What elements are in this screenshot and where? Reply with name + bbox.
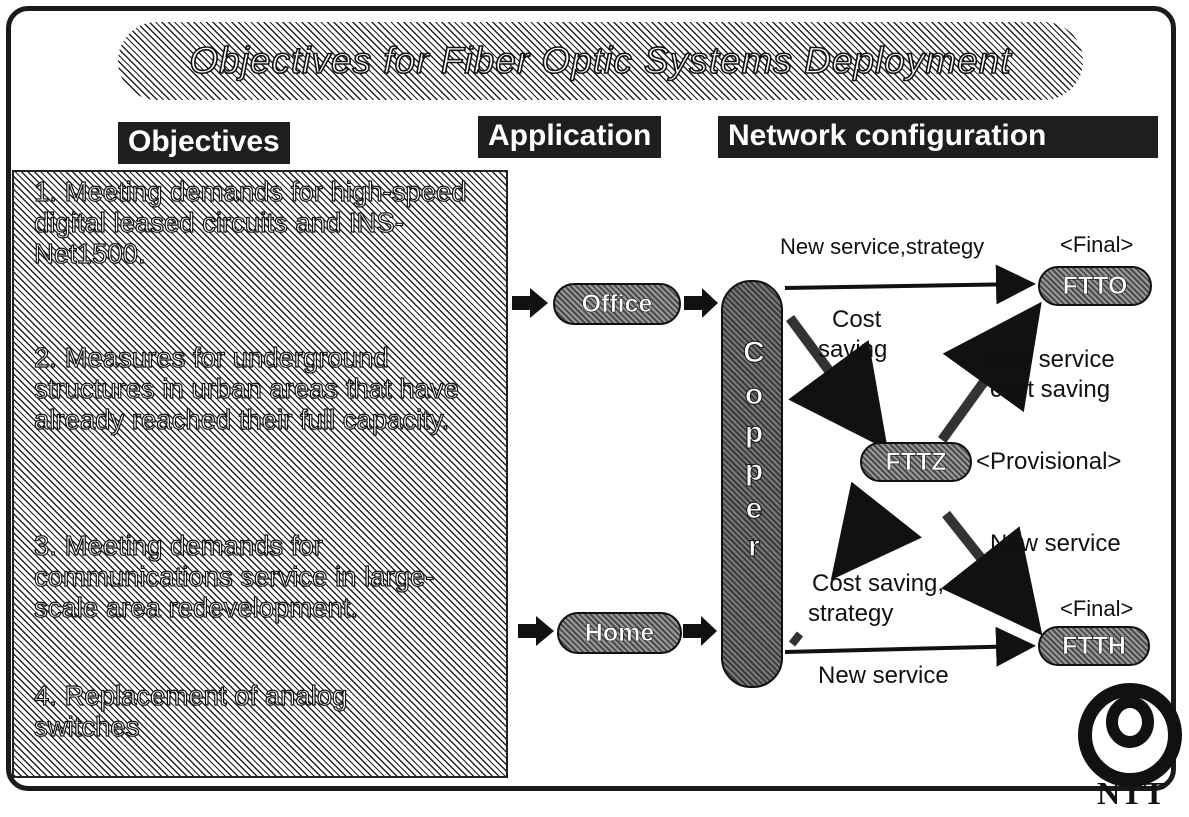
edge-label-fttz-to-copper-1: Cost saving, xyxy=(812,570,945,597)
edge-label-copper-to-ftth: New service xyxy=(818,662,949,689)
node-fttz: FTTZ xyxy=(860,442,972,482)
edge-label-fttz-to-ftth: New service xyxy=(990,530,1121,557)
app-home: Home xyxy=(557,612,682,654)
arrow-fttz-to-ftto xyxy=(937,301,1042,443)
slide-frame xyxy=(6,6,1176,791)
header-application: Application xyxy=(478,116,662,158)
arrow-fttz-up-lower xyxy=(830,481,922,581)
edge-label-copper-to-fttz-2: saving xyxy=(818,336,888,363)
copper-letter-r: r xyxy=(748,530,761,564)
arrow-fttz-to-ftth xyxy=(941,510,1043,636)
arrow-copper-to-ftto xyxy=(784,264,1036,305)
copper-letter-p1: p xyxy=(744,416,764,450)
objective-1: 1. Meeting demands for high-speed digita… xyxy=(33,175,467,269)
arrow-office-to-copper xyxy=(684,288,718,318)
objective-3: 3. Meeting demands for communications se… xyxy=(33,529,435,623)
ntt-logo-text: NTT xyxy=(1097,775,1166,811)
edge-label-copper-to-fttz-1: Cost xyxy=(832,306,882,333)
node-ftth: FTTH xyxy=(1038,626,1150,666)
copper-letter-c: C xyxy=(743,336,766,370)
arrow-copper-to-ftth xyxy=(784,626,1036,667)
header-network-configuration: Network configuration xyxy=(718,116,1158,158)
ntt-logo-icon xyxy=(1078,683,1182,787)
edge-label-fttz-to-copper-2: strategy xyxy=(808,600,894,627)
stage-label-ftth: <Final> xyxy=(1060,596,1134,621)
edge-label-copper-to-ftto: New service,strategy xyxy=(780,234,985,259)
arrow-copper-to-fttz xyxy=(785,315,888,451)
objective-2: 2. Measures for underground structures i… xyxy=(33,341,459,435)
arrow-home-to-copper xyxy=(683,616,717,646)
stage-label-ftto: <Final> xyxy=(1060,232,1134,257)
header-objectives: Objectives xyxy=(118,122,290,164)
app-office: Office xyxy=(553,283,681,325)
edge-label-fttz-to-ftto-1: New service xyxy=(984,346,1115,373)
edge-label-fttz-to-ftto-2: cost saving xyxy=(990,376,1111,403)
copper-letter-e: e xyxy=(745,492,763,526)
title-banner: Objectives for Fiber Optic Systems Deplo… xyxy=(118,22,1083,100)
slide-title: Objectives for Fiber Optic Systems Deplo… xyxy=(189,39,1012,82)
copper-letter-p2: p xyxy=(744,454,764,488)
objectives-panel: 1. Meeting demands for high-speed digita… xyxy=(12,170,508,778)
node-ftto: FTTO xyxy=(1038,266,1152,306)
copper-bar: C o p p e r xyxy=(721,280,783,688)
copper-letter-o: o xyxy=(744,378,764,412)
arrow-into-office xyxy=(512,288,548,318)
arrow-into-home xyxy=(518,616,554,646)
arrow-copper-stub xyxy=(788,631,804,647)
stage-label-fttz: <Provisional> xyxy=(976,448,1122,475)
objective-4: 4. Replacement of analog switches xyxy=(33,679,348,742)
